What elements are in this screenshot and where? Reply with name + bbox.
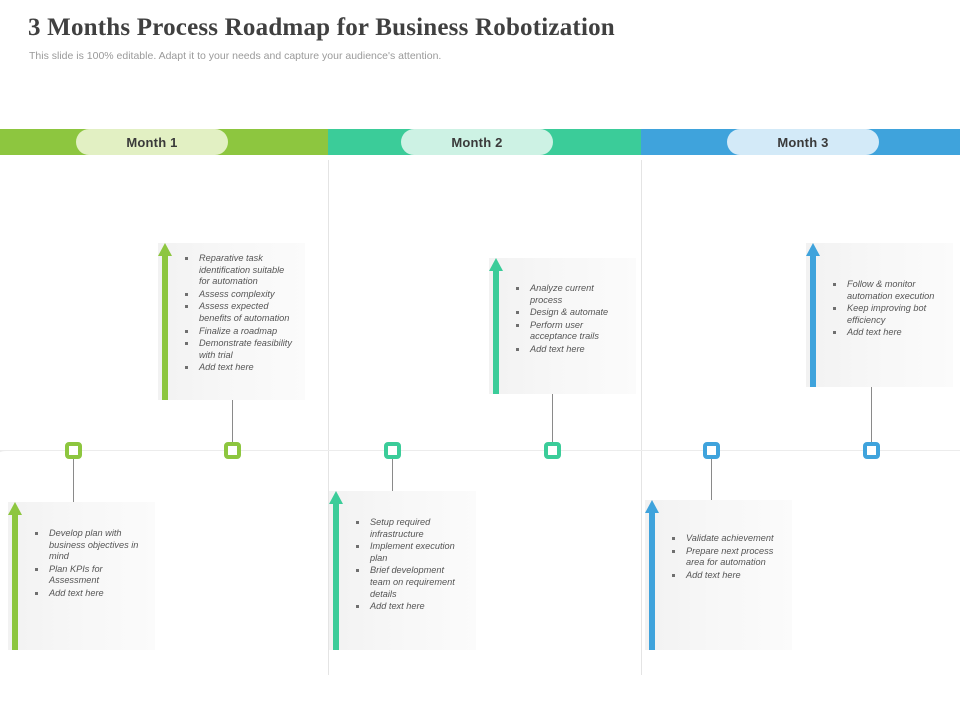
upward-arrow-icon [645, 500, 659, 650]
list-item: Follow & monitor automation execution [830, 279, 944, 302]
list-item: Design & automate [513, 307, 627, 319]
milestone-list-m1-top: Reparative task identification suitable … [182, 253, 296, 375]
month-label-1[interactable]: Month 1 [76, 129, 228, 155]
list-item: Assess expected benefits of automation [182, 301, 296, 324]
timeline-marker-m3-bottom[interactable] [703, 442, 720, 459]
list-item: Validate achievement [669, 533, 783, 545]
timeline-marker-m3-top[interactable] [863, 442, 880, 459]
milestone-list-m2-bottom: Setup required infrastructure Implement … [353, 517, 467, 614]
list-item: Prepare next process area for automation [669, 546, 783, 569]
list-item: Add text here [182, 362, 296, 374]
timeline-marker-m1-top[interactable] [224, 442, 241, 459]
upward-arrow-icon [806, 243, 820, 387]
list-item: Analyze current process [513, 283, 627, 306]
milestone-card-m1-top[interactable]: Reparative task identification suitable … [158, 243, 305, 400]
upward-arrow-icon [329, 491, 343, 650]
upward-arrow-icon [8, 502, 22, 650]
connector-m1-top [232, 398, 233, 442]
timeline-left-curve [0, 450, 15, 511]
upward-arrow-icon [489, 258, 503, 394]
connector-m3-top [871, 385, 872, 442]
list-item: Demonstrate feasibility with trial [182, 338, 296, 361]
upward-arrow-icon [158, 243, 172, 400]
list-item: Finalize a roadmap [182, 326, 296, 338]
list-item: Plan KPIs for Assessment [32, 564, 146, 587]
milestone-card-m2-top[interactable]: Analyze current process Design & automat… [489, 258, 636, 394]
column-divider-2 [641, 160, 642, 675]
list-item: Develop plan with business objectives in… [32, 528, 146, 563]
milestone-card-m1-bottom[interactable]: Develop plan with business objectives in… [8, 502, 155, 650]
month-label-2[interactable]: Month 2 [401, 129, 553, 155]
page-subtitle: This slide is 100% editable. Adapt it to… [29, 50, 442, 62]
list-item: Add text here [513, 344, 627, 356]
list-item: Add text here [32, 588, 146, 600]
list-item: Keep improving bot efficiency [830, 303, 944, 326]
list-item: Brief development team on requirement de… [353, 565, 467, 600]
list-item: Setup required infrastructure [353, 517, 467, 540]
list-item: Add text here [830, 327, 944, 339]
list-item: Add text here [669, 570, 783, 582]
timeline-marker-m2-top[interactable] [544, 442, 561, 459]
milestone-list-m3-top: Follow & monitor automation execution Ke… [830, 279, 944, 340]
milestone-list-m1-bottom: Develop plan with business objectives in… [32, 528, 146, 601]
milestone-list-m2-top: Analyze current process Design & automat… [513, 283, 627, 357]
milestone-card-m3-bottom[interactable]: Validate achievement Prepare next proces… [645, 500, 792, 650]
list-item: Assess complexity [182, 289, 296, 301]
list-item: Implement execution plan [353, 541, 467, 564]
milestone-card-m2-bottom[interactable]: Setup required infrastructure Implement … [329, 491, 476, 650]
timeline-axis [0, 450, 960, 451]
connector-m2-top [552, 392, 553, 442]
column-divider-1 [328, 160, 329, 675]
list-item: Add text here [353, 601, 467, 613]
milestone-card-m3-top[interactable]: Follow & monitor automation execution Ke… [806, 243, 953, 387]
page-title: 3 Months Process Roadmap for Business Ro… [28, 14, 615, 41]
month-label-3[interactable]: Month 3 [727, 129, 879, 155]
timeline-marker-m2-bottom[interactable] [384, 442, 401, 459]
connector-m2-bottom [392, 458, 393, 491]
list-item: Perform user acceptance trails [513, 320, 627, 343]
connector-m1-bottom [73, 458, 74, 502]
list-item: Reparative task identification suitable … [182, 253, 296, 288]
milestone-list-m3-bottom: Validate achievement Prepare next proces… [669, 533, 783, 582]
timeline-marker-m1-bottom[interactable] [65, 442, 82, 459]
connector-m3-bottom [711, 458, 712, 500]
